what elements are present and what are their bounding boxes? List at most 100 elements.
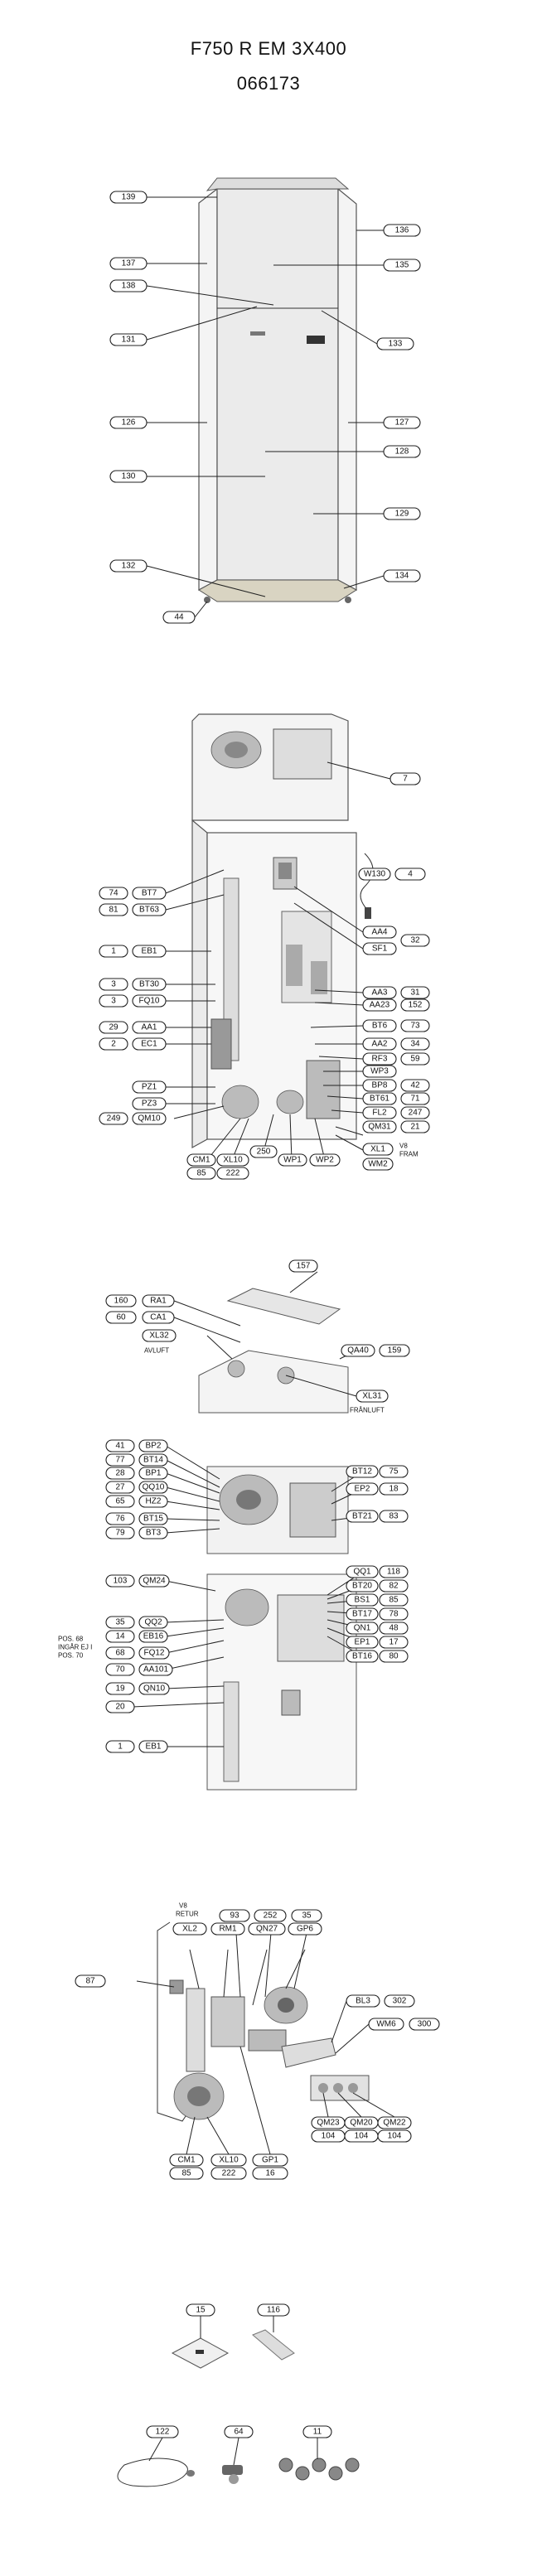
part-number: 066173	[236, 73, 301, 94]
callout-label: BT61	[370, 1095, 389, 1104]
callout-label: BT21	[352, 1512, 372, 1521]
callout-bt61: BT61	[362, 1092, 397, 1105]
callout-label: XL10	[219, 2156, 239, 2165]
callout-ra1: RA1	[142, 1294, 175, 1307]
callout-label: 87	[85, 1977, 95, 1986]
callout-ep2: EP2	[346, 1482, 379, 1496]
callout-131: 131	[109, 333, 148, 346]
callout-44: 44	[162, 611, 196, 624]
callout-1: 1	[99, 945, 128, 958]
callout-59: 59	[400, 1052, 430, 1066]
callout-label: 160	[114, 1297, 128, 1306]
callout-133: 133	[376, 337, 414, 350]
callout-label: 17	[389, 1638, 399, 1647]
callout-label: 134	[395, 572, 409, 581]
callout-bt30: BT30	[132, 978, 167, 991]
section2-leaders	[165, 761, 391, 1161]
callout-label: 3	[111, 997, 116, 1006]
callout-label: 16	[265, 2169, 275, 2178]
callout-81: 81	[99, 903, 128, 916]
callout-label: BT14	[143, 1456, 163, 1465]
callout-label: RA1	[150, 1297, 167, 1306]
callout-label: 59	[410, 1055, 420, 1064]
callout-label: XL1	[370, 1145, 385, 1154]
callout-label: RM1	[219, 1925, 237, 1934]
callout-127: 127	[383, 416, 421, 429]
note-avluft: AVLUFT	[144, 1347, 169, 1355]
callout-160: 160	[105, 1294, 137, 1307]
callout-bt63: BT63	[132, 903, 167, 916]
section4-callouts: V8 RETUR XL2 RM1 QN27 GP6 93 252 35 87 B…	[75, 1902, 440, 2180]
callout-7: 7	[389, 772, 421, 785]
callout-label: AA23	[370, 1001, 390, 1010]
callout-sf1: SF1	[362, 942, 397, 955]
callout-xl31: XL31	[356, 1389, 389, 1403]
callout-label: 60	[116, 1313, 126, 1322]
callout-label: GP6	[297, 1925, 313, 1934]
callout-126: 126	[109, 416, 148, 429]
callout-label: BT6	[372, 1022, 388, 1031]
callout-122: 122	[146, 2425, 179, 2438]
callout-fq12: FQ12	[138, 1646, 170, 1660]
callout-label: 129	[395, 510, 409, 519]
callout-bs1: BS1	[346, 1593, 379, 1607]
callout-label: BP2	[146, 1442, 162, 1451]
callout-label: BT20	[352, 1582, 372, 1591]
callout-wp3: WP3	[362, 1065, 397, 1078]
callout-label: 82	[389, 1582, 399, 1591]
callout-label: WP1	[283, 1156, 302, 1165]
callout-label: 159	[388, 1346, 402, 1356]
callout-label: 252	[264, 1911, 278, 1921]
callout-250: 250	[249, 1145, 278, 1158]
callout-135: 135	[383, 259, 421, 272]
callout-label: FQ10	[138, 997, 159, 1006]
callout-label: 29	[109, 1023, 119, 1032]
callout-label: 68	[115, 1649, 125, 1658]
hydraulic-drawing	[157, 1921, 370, 2122]
callout-label: GP1	[262, 2156, 278, 2165]
callout-label: AA4	[372, 928, 388, 937]
callout-label: QQ10	[143, 1483, 165, 1492]
note-v8: V8	[399, 1143, 408, 1150]
callout-label: 85	[389, 1596, 399, 1605]
note-franluft: FRÅNLUFT	[350, 1407, 385, 1414]
callout-qm24: QM24	[138, 1574, 170, 1588]
callout-label: 18	[389, 1485, 399, 1494]
callout-label: 44	[174, 613, 184, 622]
callout-label: 1	[111, 947, 116, 956]
callout-74: 74	[99, 887, 128, 900]
callout-rm1: RM1	[210, 1922, 245, 1936]
callout-label: W130	[364, 870, 386, 879]
callout-15: 15	[186, 2303, 215, 2317]
callout-137: 137	[109, 257, 148, 270]
callout-82: 82	[379, 1579, 409, 1592]
note-pos70: POS. 70	[58, 1652, 84, 1660]
callout-bt12: BT12	[346, 1465, 379, 1478]
callout-ep1: EP1	[346, 1636, 379, 1649]
callout-label: WM6	[376, 2020, 396, 2029]
callout-label: 80	[389, 1652, 399, 1661]
callout-label: QN27	[256, 1925, 278, 1934]
callout-label: 247	[409, 1109, 423, 1118]
callout-71: 71	[400, 1092, 430, 1105]
callout-fl2: FL2	[362, 1106, 397, 1119]
callout-80: 80	[379, 1650, 409, 1663]
callout-77: 77	[105, 1453, 135, 1467]
callout-label: QM24	[143, 1577, 166, 1586]
callout-42: 42	[400, 1079, 430, 1092]
callout-bt7: BT7	[132, 887, 167, 900]
callout-qq10: QQ10	[138, 1481, 168, 1494]
callout-label: 136	[395, 226, 409, 235]
callout-label: 65	[115, 1497, 125, 1506]
callout-85: 85	[186, 1167, 216, 1180]
callout-label: BT7	[142, 889, 157, 898]
internal-view-drawing	[191, 713, 374, 1149]
callout-35: 35	[105, 1616, 135, 1629]
callout-label: 75	[389, 1467, 399, 1476]
callout-label: 19	[115, 1684, 125, 1694]
callout-label: 14	[115, 1632, 125, 1641]
callout-label: RF3	[372, 1055, 388, 1064]
callout-130: 130	[109, 470, 148, 483]
callout-bp2: BP2	[138, 1439, 168, 1452]
